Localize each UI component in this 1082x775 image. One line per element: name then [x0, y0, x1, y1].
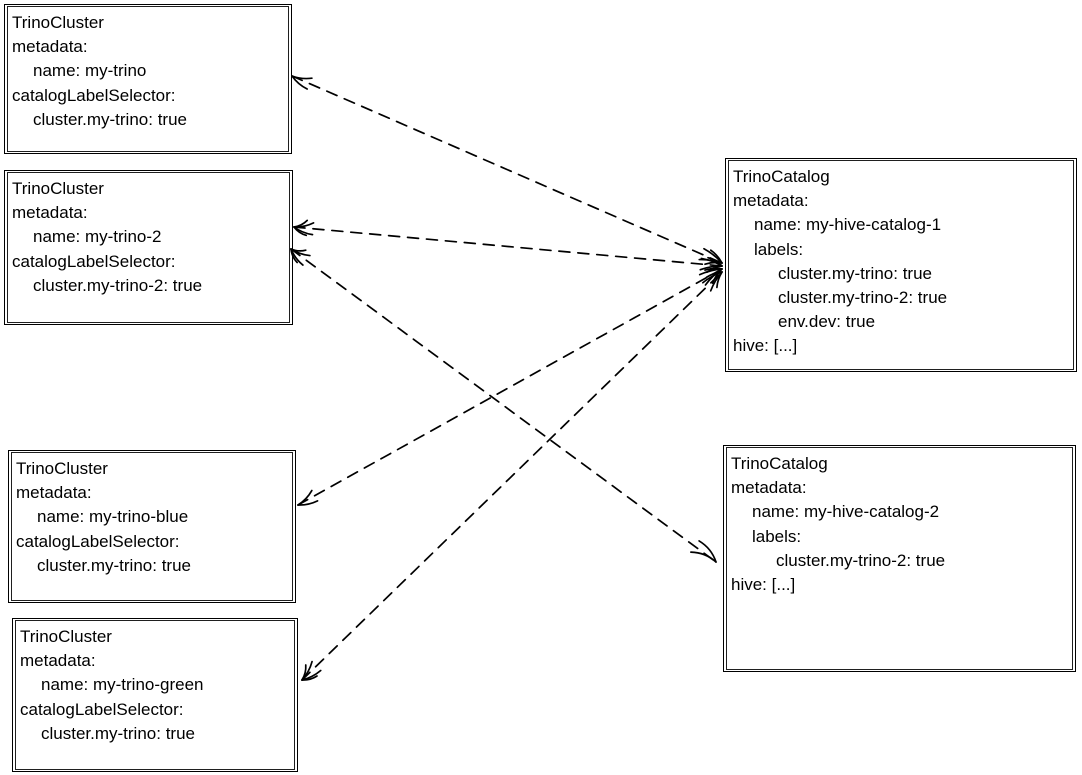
yaml-line: TrinoCluster: [12, 179, 104, 198]
yaml-line: metadata:: [733, 191, 809, 211]
yaml-line: cluster.my-trino: true: [41, 723, 195, 743]
node-trinocatalog-my-hive-catalog-1: TrinoCatalog metadata: name: my-hive-cat…: [725, 158, 1077, 372]
yaml-line: labels:: [752, 526, 802, 546]
edge-my-hive-catalog-1-my-trino-blue: [297, 267, 723, 506]
edge-my-hive-catalog-2-my-trino-2: [290, 248, 717, 563]
yaml-line: TrinoCluster: [20, 627, 112, 646]
yaml-line: metadata:: [731, 478, 807, 498]
node-trinocatalog-my-hive-catalog-2: TrinoCatalog metadata: name: my-hive-cat…: [723, 445, 1076, 672]
edge-my-hive-catalog-1-my-trino: [291, 75, 723, 266]
yaml-line: catalogLabelSelector:: [12, 85, 176, 105]
node-trinocluster-my-trino-blue: TrinoCluster metadata: name: my-trino-bl…: [8, 450, 296, 603]
yaml-line: metadata:: [12, 203, 88, 223]
yaml-line: labels:: [754, 239, 804, 259]
edge-my-hive-catalog-1-my-trino-2: [293, 219, 723, 274]
yaml-line: catalogLabelSelector:: [12, 251, 176, 271]
yaml-line: hive: [...]: [731, 575, 796, 595]
yaml-line: cluster.my-trino: true: [33, 109, 187, 129]
yaml-line: cluster.my-trino: true: [778, 263, 932, 283]
yaml-line: metadata:: [16, 483, 92, 503]
edge-my-hive-catalog-1-my-trino-green: [301, 271, 723, 681]
yaml-line: env.dev: true: [778, 312, 876, 332]
node-trinocluster-my-trino: TrinoCluster metadata: name: my-trino ca…: [4, 4, 292, 154]
yaml-line: catalogLabelSelector:: [20, 699, 184, 719]
yaml-line: cluster.my-trino-2: true: [778, 288, 948, 308]
yaml-line: TrinoCluster: [12, 13, 104, 32]
node-trinocluster-my-trino-green: TrinoCluster metadata: name: my-trino-gr…: [12, 618, 298, 772]
yaml-line: metadata:: [12, 37, 88, 57]
yaml-line: name: my-trino-green: [41, 675, 204, 695]
yaml-line: TrinoCatalog: [733, 167, 830, 186]
yaml-line: name: my-trino-2: [33, 227, 162, 247]
yaml-line: cluster.my-trino-2: true: [776, 550, 946, 570]
yaml-line: name: my-hive-catalog-1: [754, 215, 942, 235]
yaml-line: cluster.my-trino-2: true: [33, 275, 203, 295]
yaml-line: name: my-trino-blue: [37, 507, 189, 527]
node-trinocluster-my-trino-2: TrinoCluster metadata: name: my-trino-2 …: [4, 170, 293, 325]
yaml-line: catalogLabelSelector:: [16, 531, 180, 551]
yaml-line: TrinoCluster: [16, 459, 108, 478]
yaml-line: name: my-hive-catalog-2: [752, 502, 940, 522]
yaml-line: TrinoCatalog: [731, 454, 828, 473]
yaml-line: cluster.my-trino: true: [37, 555, 191, 575]
yaml-line: hive: [...]: [733, 336, 798, 356]
yaml-line: metadata:: [20, 651, 96, 671]
yaml-line: name: my-trino: [33, 61, 147, 81]
